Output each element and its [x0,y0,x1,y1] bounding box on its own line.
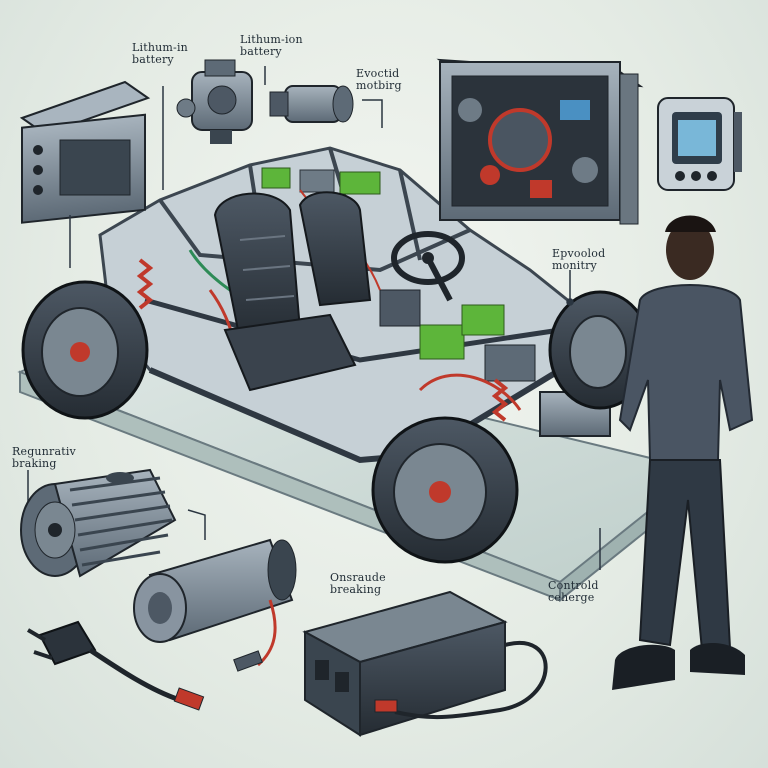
monitor-device-icon [657,97,742,191]
wheel-front-right [371,416,519,564]
suspension [136,258,509,422]
wheel-front-left [548,290,652,410]
wheel-rear-left [21,280,149,420]
electric-motor-icon [133,538,297,672]
green-module-2 [461,304,505,336]
plug-icon [26,620,205,711]
motor-unit-icon [176,59,253,144]
seat-passenger [298,191,372,307]
steering-wheel [391,231,465,302]
green-module-1 [419,324,465,360]
battery-pack-icon [19,80,151,224]
person-figure [612,215,754,690]
charger-box-icon [302,590,548,737]
control-box-icon [436,58,644,225]
regen-motor-icon [20,468,177,578]
seat-driver [213,192,357,392]
motor-coupler-icon [269,85,354,123]
